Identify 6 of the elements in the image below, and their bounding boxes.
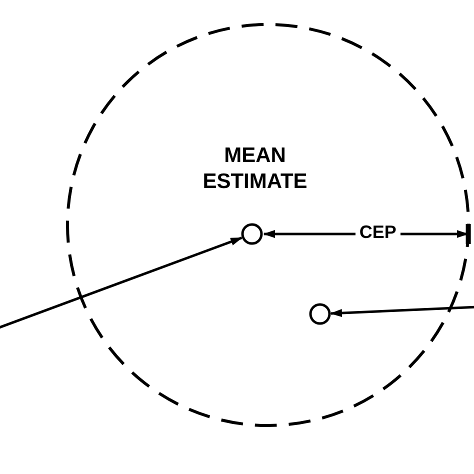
point-circle: [309, 303, 331, 325]
arrow: [330, 306, 474, 317]
dashed-circle: [66, 23, 470, 427]
arrow: [0, 236, 243, 330]
point-circle: [241, 223, 263, 245]
point-label: MEAN ESTIMATE: [202, 143, 308, 195]
